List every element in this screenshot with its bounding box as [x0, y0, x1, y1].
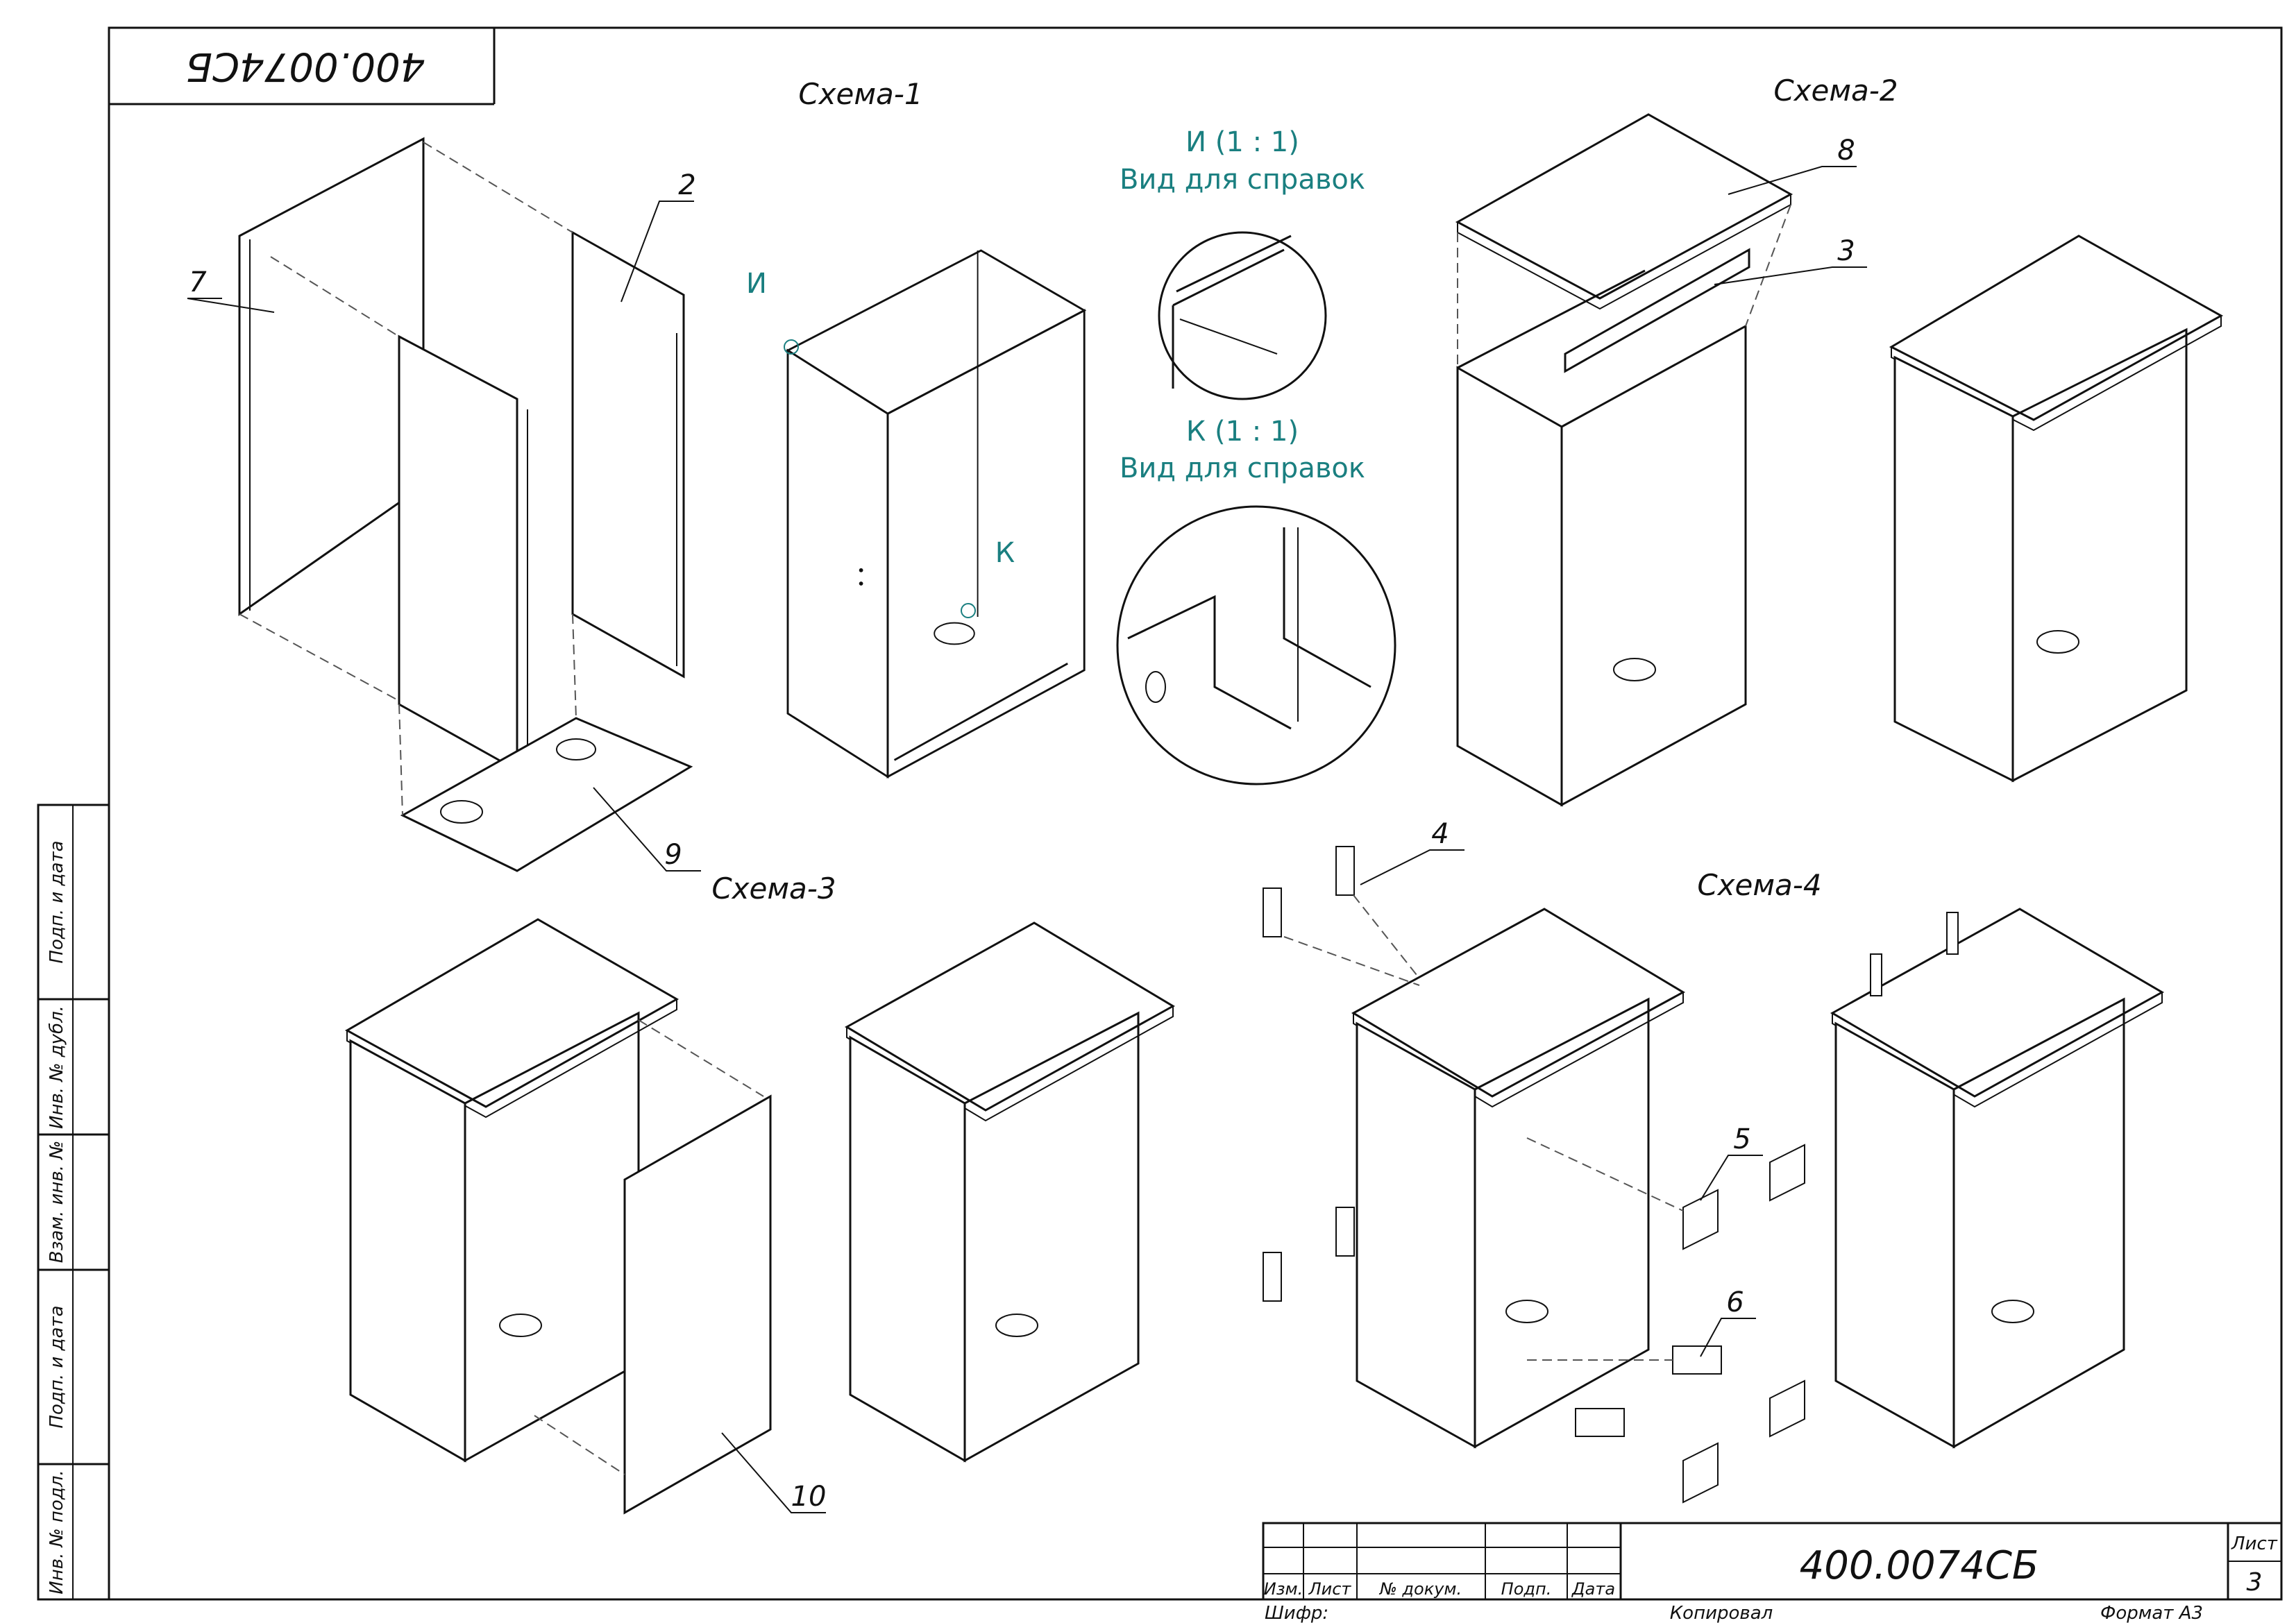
- detail-view-i: [1158, 231, 1327, 400]
- stamp-replace-inv: Взам. инв. №: [47, 1141, 67, 1264]
- callout-8: 8: [1837, 135, 1855, 167]
- marker-k: К: [995, 537, 1015, 569]
- callout-9: 9: [664, 839, 682, 871]
- scheme-3-title: Схема-3: [711, 872, 836, 906]
- sheet-number: 3: [2247, 1568, 2263, 1597]
- code-label: Шифр:: [1265, 1603, 1328, 1623]
- scheme-1-assembled: [786, 249, 1087, 779]
- stamp-dup-inv: Инв. № дубл.: [47, 1005, 67, 1129]
- scheme-4-title: Схема-4: [1697, 868, 1821, 902]
- callout-6: 6: [1726, 1286, 1744, 1318]
- callout-2: 2: [678, 169, 695, 201]
- side-stamp: Подп. и дата Инв. № дубл. Взам. инв. № П…: [37, 804, 110, 1601]
- scheme-2-assembled: [1889, 235, 2224, 783]
- scheme-4-exploded: [1263, 846, 1805, 1504]
- detail-view-k: [1116, 505, 1396, 785]
- svg-text:№ докум.: № докум.: [1378, 1579, 1462, 1599]
- callout-4: 4: [1431, 818, 1449, 850]
- stamp-sign-date-1: Подп. и дата: [47, 840, 67, 963]
- callout-7: 7: [189, 266, 207, 298]
- stamp-orig-inv: Инв. № подл.: [47, 1470, 67, 1594]
- detail-i-title: И (1 : 1): [1185, 126, 1299, 158]
- scheme-3-assembled: [845, 921, 1175, 1463]
- svg-text:Дата: Дата: [1571, 1579, 1615, 1599]
- scheme-2-exploded: [1455, 113, 1793, 807]
- detail-k-title: К (1 : 1): [1186, 416, 1299, 448]
- detail-k-subtitle: Вид для справок: [1120, 452, 1365, 484]
- scheme-4-assembled: [1830, 908, 2165, 1449]
- callout-3: 3: [1837, 235, 1855, 267]
- scheme-3-exploded: [344, 918, 772, 1515]
- detail-i-subtitle: Вид для справок: [1120, 164, 1365, 196]
- stamp-sign-date-2: Подп. и дата: [47, 1305, 67, 1428]
- svg-text:400.0074СБ: 400.0074СБ: [186, 44, 425, 89]
- title-block: Изм. Лист № докум. Подп. Дата 400.0074СБ…: [1262, 1522, 2283, 1623]
- svg-text:Подп.: Подп.: [1501, 1579, 1552, 1599]
- copied-label: Копировал: [1670, 1603, 1773, 1623]
- scheme-2-title: Схема-2: [1773, 74, 1898, 108]
- svg-text:Изм.: Изм.: [1264, 1579, 1303, 1599]
- format-label: Формат А3: [2100, 1603, 2203, 1623]
- mirrored-designation: 400.0074СБ: [186, 44, 425, 89]
- svg-text:Лист: Лист: [2231, 1533, 2278, 1554]
- callout-10: 10: [791, 1481, 827, 1513]
- scheme-1-exploded: [238, 137, 693, 872]
- callout-5: 5: [1733, 1123, 1750, 1155]
- scheme-1-title: Схема-1: [798, 77, 922, 111]
- title-designation: 400.0074СБ: [1800, 1543, 2039, 1588]
- marker-i: И: [746, 268, 767, 300]
- svg-text:Лист: Лист: [1308, 1579, 1352, 1599]
